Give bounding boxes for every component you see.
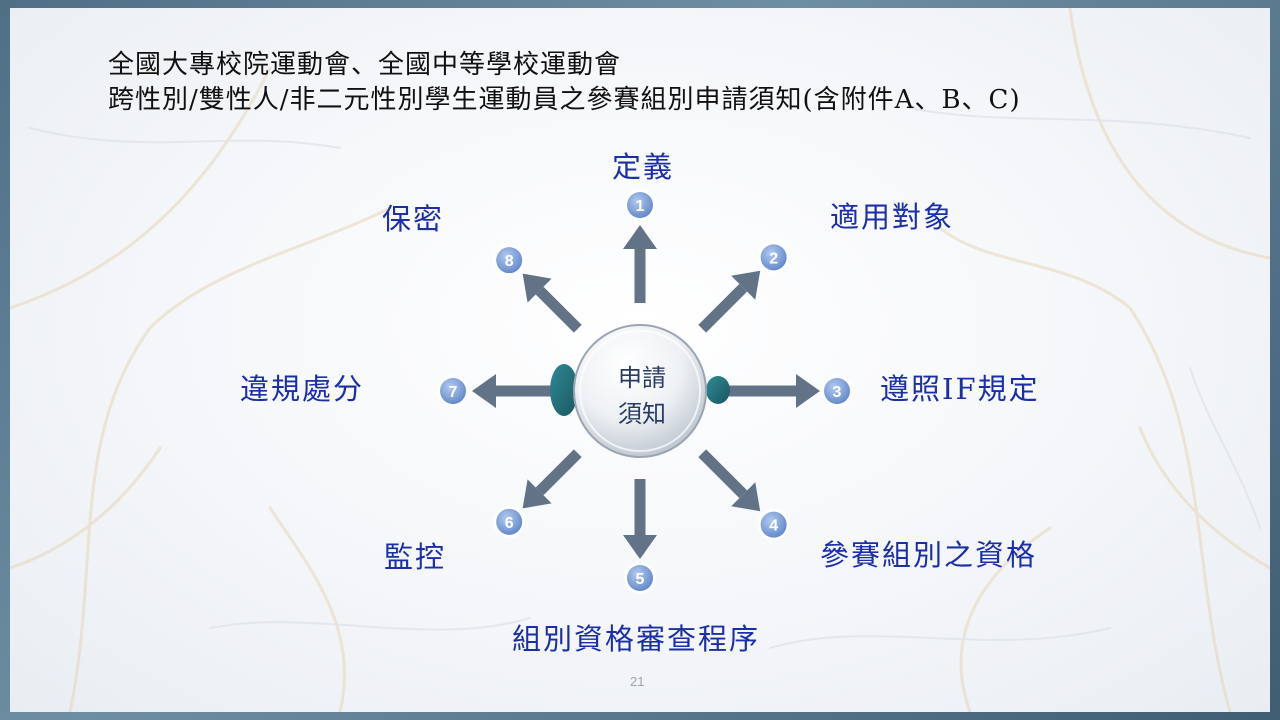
number-badge-1 [627,192,653,218]
center-label-line-1: 申請 [618,364,666,392]
title-line-2: 跨性別/雙性人/非二元性別學生運動員之參賽組別申請須知(含附件A、B、C) [108,85,1021,115]
item-label-8: 保密 [382,202,445,236]
item-label-6: 監控 [384,540,447,574]
arrow-head-5 [623,535,657,559]
number-badge-6 [496,508,523,535]
number-badge-4 [760,511,787,538]
number-badge-5 [627,565,653,591]
arrow-head-3 [796,374,820,408]
item-label-5: 組別資格審查程序 [512,622,761,656]
background-branches [10,8,1270,712]
item-label-1: 定義 [612,150,675,184]
item-label-2: 適用對象 [830,200,955,234]
badge-number-6: 6 [505,515,514,532]
arrow-head-6 [522,479,552,509]
badge-number-3: 3 [833,384,842,401]
arrow-shaft-2 [698,283,748,333]
badge-number-1: 1 [636,198,645,215]
title-line-1: 全國大專校院運動會、全國中等學校運動會 [108,50,622,80]
item-label-4: 參賽組別之資格 [820,538,1038,572]
center-orb [573,324,707,458]
center-orb-highlight [579,330,701,452]
center-label: 申請 須知 [598,360,686,432]
badge-number-5: 5 [636,571,645,588]
item-label-3: 遵照IF規定 [880,372,1040,406]
number-badge-3 [824,378,850,404]
badge-number-7: 7 [449,384,458,401]
badge-number-4: 4 [769,518,778,535]
arrow-head-4 [731,482,761,512]
arrow-head-1 [623,225,657,249]
arrow-shaft-4 [698,449,748,499]
item-label-7: 違規處分 [240,372,365,406]
radial-diagram: 1 2 3 4 5 6 7 8 [437,189,853,594]
left-ear-shape [550,364,578,416]
center-label-line-2: 須知 [618,400,666,428]
page-number: 21 [630,674,645,689]
number-badge-2 [760,244,787,271]
arrow-shaft-8 [535,286,582,333]
arrow-shaft-6 [535,449,582,496]
arrow-head-8 [522,273,552,303]
number-badge-7 [440,378,466,404]
badge-number-8: 8 [505,253,514,270]
slide: 全國大專校院運動會、全國中等學校運動會 跨性別/雙性人/非二元性別學生運動員之參… [10,8,1270,712]
arrow-head-7 [472,374,496,408]
slide-title: 全國大專校院運動會、全國中等學校運動會 跨性別/雙性人/非二元性別學生運動員之參… [108,48,1021,118]
badge-number-2: 2 [769,250,778,267]
arrow-head-2 [731,270,761,300]
number-badge-8 [496,247,523,274]
right-ear-shape [706,376,730,404]
